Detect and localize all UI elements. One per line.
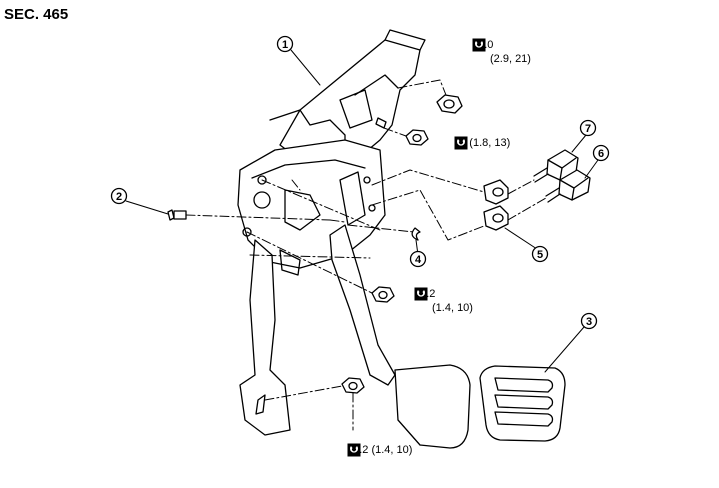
callout-6: 6 bbox=[592, 144, 610, 162]
pedal-bracket bbox=[237, 29, 426, 269]
alignment-lines bbox=[185, 79, 547, 431]
pedal-arms bbox=[239, 224, 396, 436]
svg-text:7: 7 bbox=[585, 123, 591, 135]
pedal-pad bbox=[394, 364, 471, 449]
torque-value: 18 (1.8, 13) bbox=[454, 137, 511, 149]
bolt-part-2 bbox=[167, 209, 187, 221]
pedal-pad-cover bbox=[479, 365, 566, 442]
nut-top bbox=[436, 94, 463, 114]
torque-wrench-icon bbox=[347, 443, 361, 457]
svg-text:4: 4 bbox=[415, 254, 422, 266]
torque-spec-1: 28.0 (2.9, 21) bbox=[472, 38, 531, 66]
nut-bracket bbox=[375, 117, 429, 146]
callout-7: 7 bbox=[579, 119, 597, 137]
torque-sub: (2.9, 21) bbox=[490, 53, 531, 65]
clip-part-4 bbox=[411, 227, 421, 241]
svg-text:5: 5 bbox=[537, 249, 543, 261]
svg-text:2: 2 bbox=[116, 191, 122, 203]
leader-lines bbox=[125, 49, 599, 373]
callout-2: 2 bbox=[110, 187, 128, 205]
nut-lower bbox=[341, 377, 365, 394]
svg-text:1: 1 bbox=[282, 39, 288, 51]
torque-wrench-icon bbox=[414, 287, 428, 301]
bushing-part-5 bbox=[483, 179, 509, 231]
section-code: SEC. 465 bbox=[4, 6, 69, 23]
torque-wrench-icon bbox=[472, 38, 486, 52]
svg-text:3: 3 bbox=[586, 316, 592, 328]
callout-1: 1 bbox=[276, 35, 294, 53]
torque-spec-3: 14.2 (1.4, 10) bbox=[414, 287, 473, 315]
torque-wrench-icon bbox=[454, 136, 468, 150]
switch-part-6 bbox=[545, 169, 591, 203]
torque-value: 14.2 (1.4, 10) bbox=[347, 444, 413, 456]
torque-spec-4: 14.2 (1.4, 10) bbox=[347, 443, 412, 457]
torque-sub: (1.4, 10) bbox=[432, 302, 473, 314]
callout-3: 3 bbox=[580, 312, 598, 330]
torque-spec-2: 18 (1.8, 13) bbox=[454, 136, 510, 150]
svg-text:6: 6 bbox=[598, 148, 604, 160]
callout-4: 4 bbox=[409, 250, 427, 268]
callout-5: 5 bbox=[531, 245, 549, 263]
nut-middle bbox=[371, 286, 395, 303]
